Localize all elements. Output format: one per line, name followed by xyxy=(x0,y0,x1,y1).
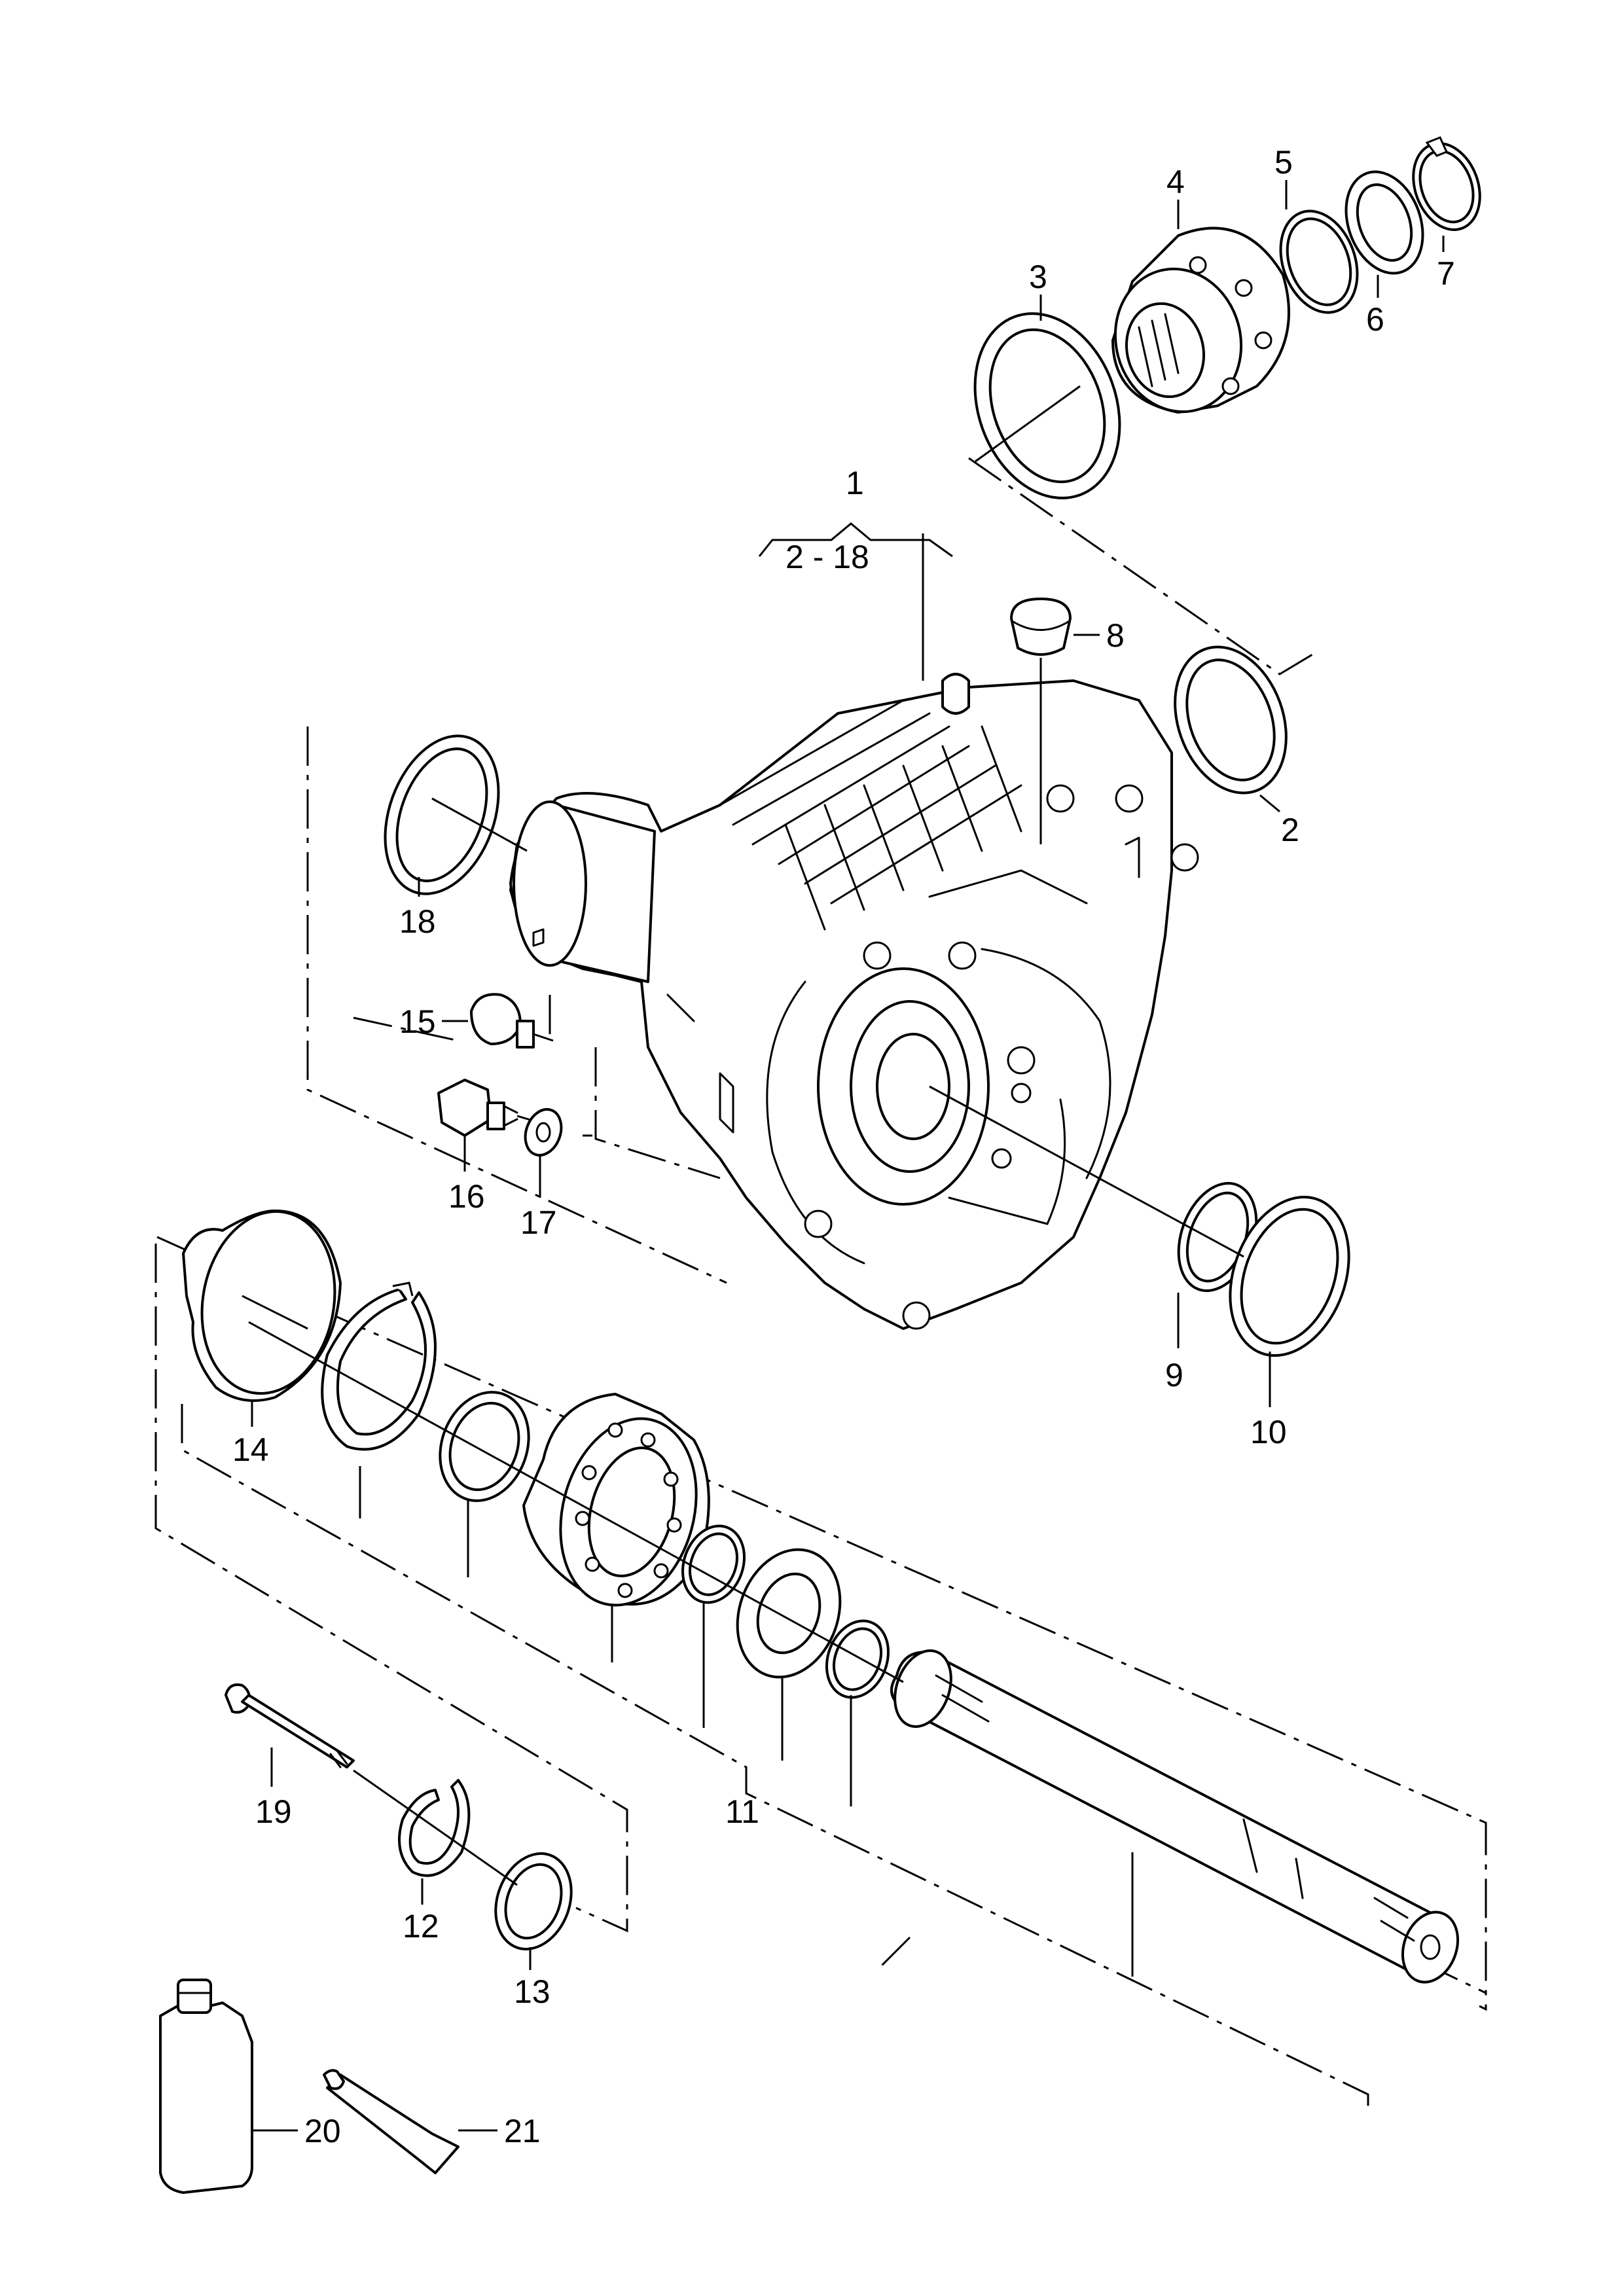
callout-14: 14 xyxy=(232,1431,269,1468)
roller-bearing-large xyxy=(522,1393,710,1607)
callout-19: 19 xyxy=(255,1793,292,1830)
snap-ring-part-12 xyxy=(398,1779,471,1877)
companion-flange-part-4 xyxy=(1111,226,1290,414)
callout-2: 2 xyxy=(1281,812,1299,848)
washer-part-6 xyxy=(1344,170,1424,275)
snap-ring-large xyxy=(321,1282,437,1451)
callout-16: 16 xyxy=(448,1178,485,1215)
callout-21: 21 xyxy=(504,2113,541,2149)
callout-13: 13 xyxy=(514,1973,550,2010)
circlip-part-7 xyxy=(1412,136,1481,231)
seal-washer-part-17 xyxy=(524,1108,563,1157)
callout-12: 12 xyxy=(403,1908,439,1945)
callout-3: 3 xyxy=(1029,259,1047,295)
shaft-seal-part-3 xyxy=(973,312,1121,499)
callout-11: 11 xyxy=(725,1793,759,1830)
snap-ring-small-b xyxy=(825,1619,890,1699)
callout-6: 6 xyxy=(1366,301,1384,338)
callout-4: 4 xyxy=(1166,164,1185,200)
cap-part-8 xyxy=(1010,598,1072,844)
transfer-case-housing xyxy=(509,673,1199,1330)
axis-line-small-parts xyxy=(353,1769,518,1886)
callout-18: 18 xyxy=(399,903,436,940)
snap-ring-medium xyxy=(439,1391,530,1502)
oil-bottle-part-20 xyxy=(159,1979,253,2194)
axis-line-shaft xyxy=(248,1321,904,1683)
o-ring-part-5 xyxy=(1279,209,1359,314)
callout-1-range: 2 - 18 xyxy=(785,539,869,575)
bolt-part-19 xyxy=(225,1683,355,1768)
ball-bearing-small xyxy=(736,1548,842,1679)
callout-20: 20 xyxy=(304,2113,341,2149)
cover-part-14 xyxy=(182,1210,342,1402)
callout-5: 5 xyxy=(1274,144,1293,181)
callout-leaders xyxy=(251,180,1445,2132)
grease-tube-part-21 xyxy=(323,2069,460,2174)
axis-line-housing xyxy=(929,1085,1244,1258)
snap-ring-small-a xyxy=(681,1524,746,1604)
callout-17: 17 xyxy=(520,1204,557,1241)
seal-ring-part-2 xyxy=(1174,645,1288,795)
callout-15: 15 xyxy=(399,1003,436,1040)
callout-10: 10 xyxy=(1250,1414,1287,1450)
callout-9: 9 xyxy=(1165,1357,1183,1393)
callout-1: 1 xyxy=(846,465,864,501)
callout-labels: 1 2 - 18 2 3 4 5 6 7 8 9 10 11 12 13 14 … xyxy=(232,144,1455,2149)
callout-7: 7 xyxy=(1437,255,1455,292)
callout-8: 8 xyxy=(1106,617,1125,654)
washer-part-13 xyxy=(494,1852,573,1950)
seal-ring-part-10 xyxy=(1229,1195,1350,1357)
seal-ring-part-18 xyxy=(384,734,528,895)
output-shaft xyxy=(890,1649,1460,1984)
plug-part-15 xyxy=(470,993,554,1049)
